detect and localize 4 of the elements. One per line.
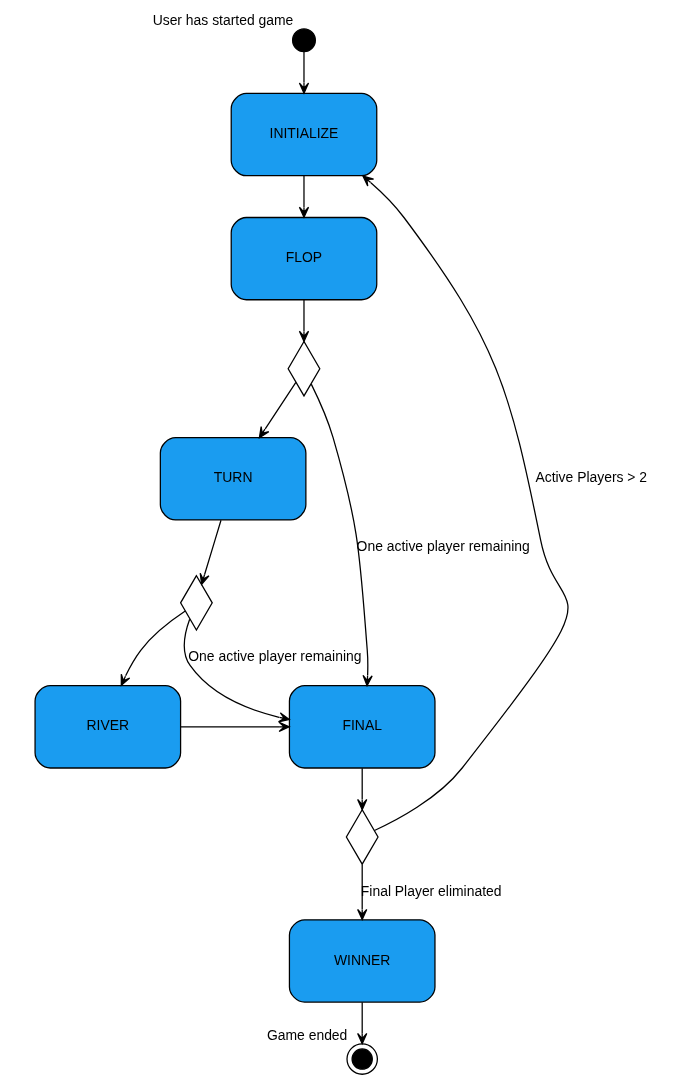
edge-label: One active player remaining bbox=[187, 648, 361, 665]
node-label: Game ended bbox=[266, 1026, 347, 1043]
node-label: User has started game bbox=[152, 11, 293, 28]
edge-label: Active Players > 2 bbox=[534, 469, 647, 486]
